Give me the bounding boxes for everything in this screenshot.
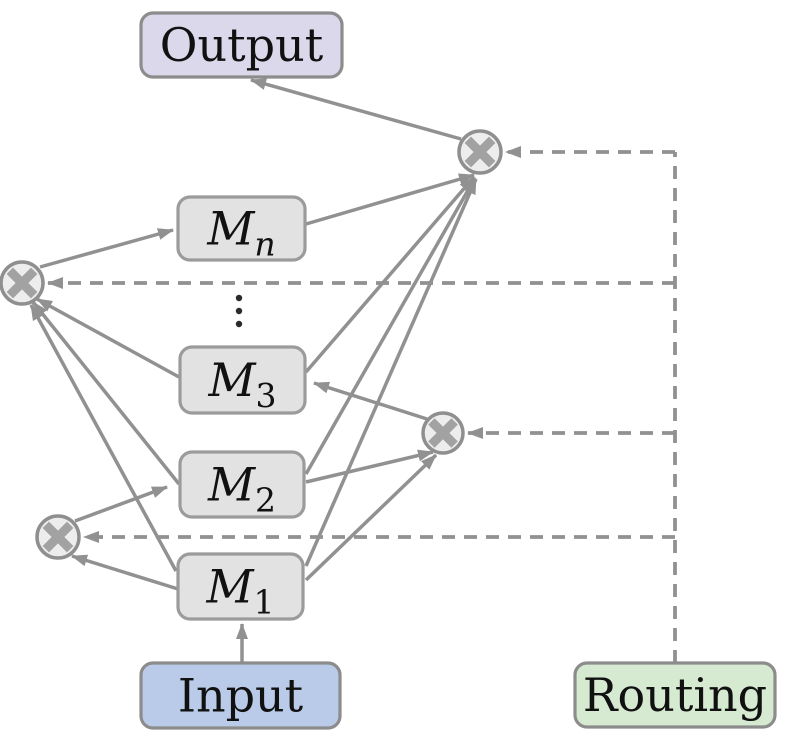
vertical-ellipsis [235, 294, 243, 328]
node-m-n-box [176, 195, 307, 262]
edge-gate-left-to-mn [39, 228, 174, 269]
node-m-n: Mn [176, 195, 307, 264]
node-output-label: Output [160, 18, 324, 72]
node-m-3-box [178, 345, 307, 415]
edge-m2-to-gate-left [31, 300, 181, 486]
gate-bottom-left [35, 514, 81, 560]
edge-gate-top-to-output [250, 78, 462, 141]
edge-gate-midright-to-m3 [313, 381, 428, 421]
node-m-1: M1 [176, 552, 305, 622]
node-m-1-box [176, 552, 305, 621]
edge-m2-to-gate-midright [305, 449, 434, 484]
multiply-icon [464, 136, 496, 168]
node-m-3: M3 [178, 345, 307, 415]
multiply-icon [42, 521, 74, 553]
node-routing-box [573, 661, 777, 729]
multiply-icon [6, 267, 38, 299]
edge-m2-to-gate-top [304, 177, 477, 475]
node-output: Output [139, 11, 344, 79]
node-routing-label: Routing [583, 668, 767, 722]
edge-mn-to-gate-top [305, 173, 475, 226]
node-output-box [139, 11, 344, 79]
edge-gate-bottomleft-to-m2 [74, 485, 168, 523]
node-m-2-box [178, 450, 306, 519]
node-input: Input [139, 661, 342, 730]
gate-left [0, 260, 45, 306]
edge-m3-to-gate-left [36, 297, 180, 379]
edge-m1-to-gate-top [304, 178, 478, 567]
node-m-3-label: M3 [207, 353, 276, 415]
edge-m1-to-gate-bottomleft [71, 554, 179, 591]
node-input-label: Input [178, 669, 304, 723]
node-m-n-label: Mn [206, 202, 275, 264]
node-input-box [139, 661, 342, 730]
node-m-2-label: M2 [207, 458, 276, 520]
edge-m3-to-gate-top [304, 175, 476, 374]
node-m-2: M2 [178, 450, 306, 520]
edge-m1-to-gate-midright [304, 453, 438, 582]
multiply-icon [428, 418, 458, 448]
gate-mid-right [421, 411, 465, 455]
node-routing: Routing [573, 661, 777, 729]
node-m-1-label: M1 [205, 560, 274, 622]
gate-top [457, 129, 503, 175]
edge-m1-to-gate-left [29, 304, 178, 572]
